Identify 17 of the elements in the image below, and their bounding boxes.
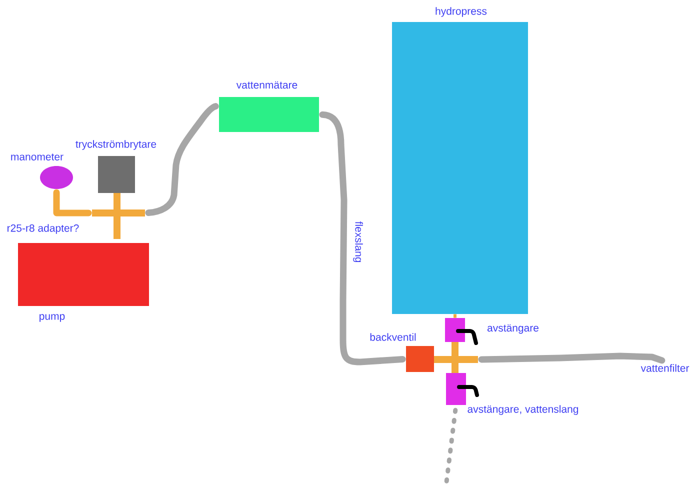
edge-label: flexslang — [352, 220, 364, 264]
component-label: avstängare, vattenslang — [468, 405, 578, 415]
text-label: r25-r8 adapter? — [8, 224, 79, 234]
text-label: vattenfilter — [640, 364, 690, 372]
component-label: avstängare — [487, 324, 538, 334]
component-label: pump — [40, 314, 65, 322]
component-label: vattenmätare — [236, 81, 298, 89]
pipe-elbow — [53, 189, 92, 216]
pipe-cross — [434, 342, 478, 374]
component-label: backventil — [370, 333, 416, 341]
component-label: hydropress — [436, 7, 487, 17]
component-label: tryckströmbrytare — [76, 140, 156, 150]
dotted-line — [444, 408, 458, 486]
component-label: manometer — [11, 154, 64, 160]
hose-line — [478, 352, 666, 364]
pipe-stub — [454, 314, 456, 318]
pipe-cross — [92, 193, 145, 239]
